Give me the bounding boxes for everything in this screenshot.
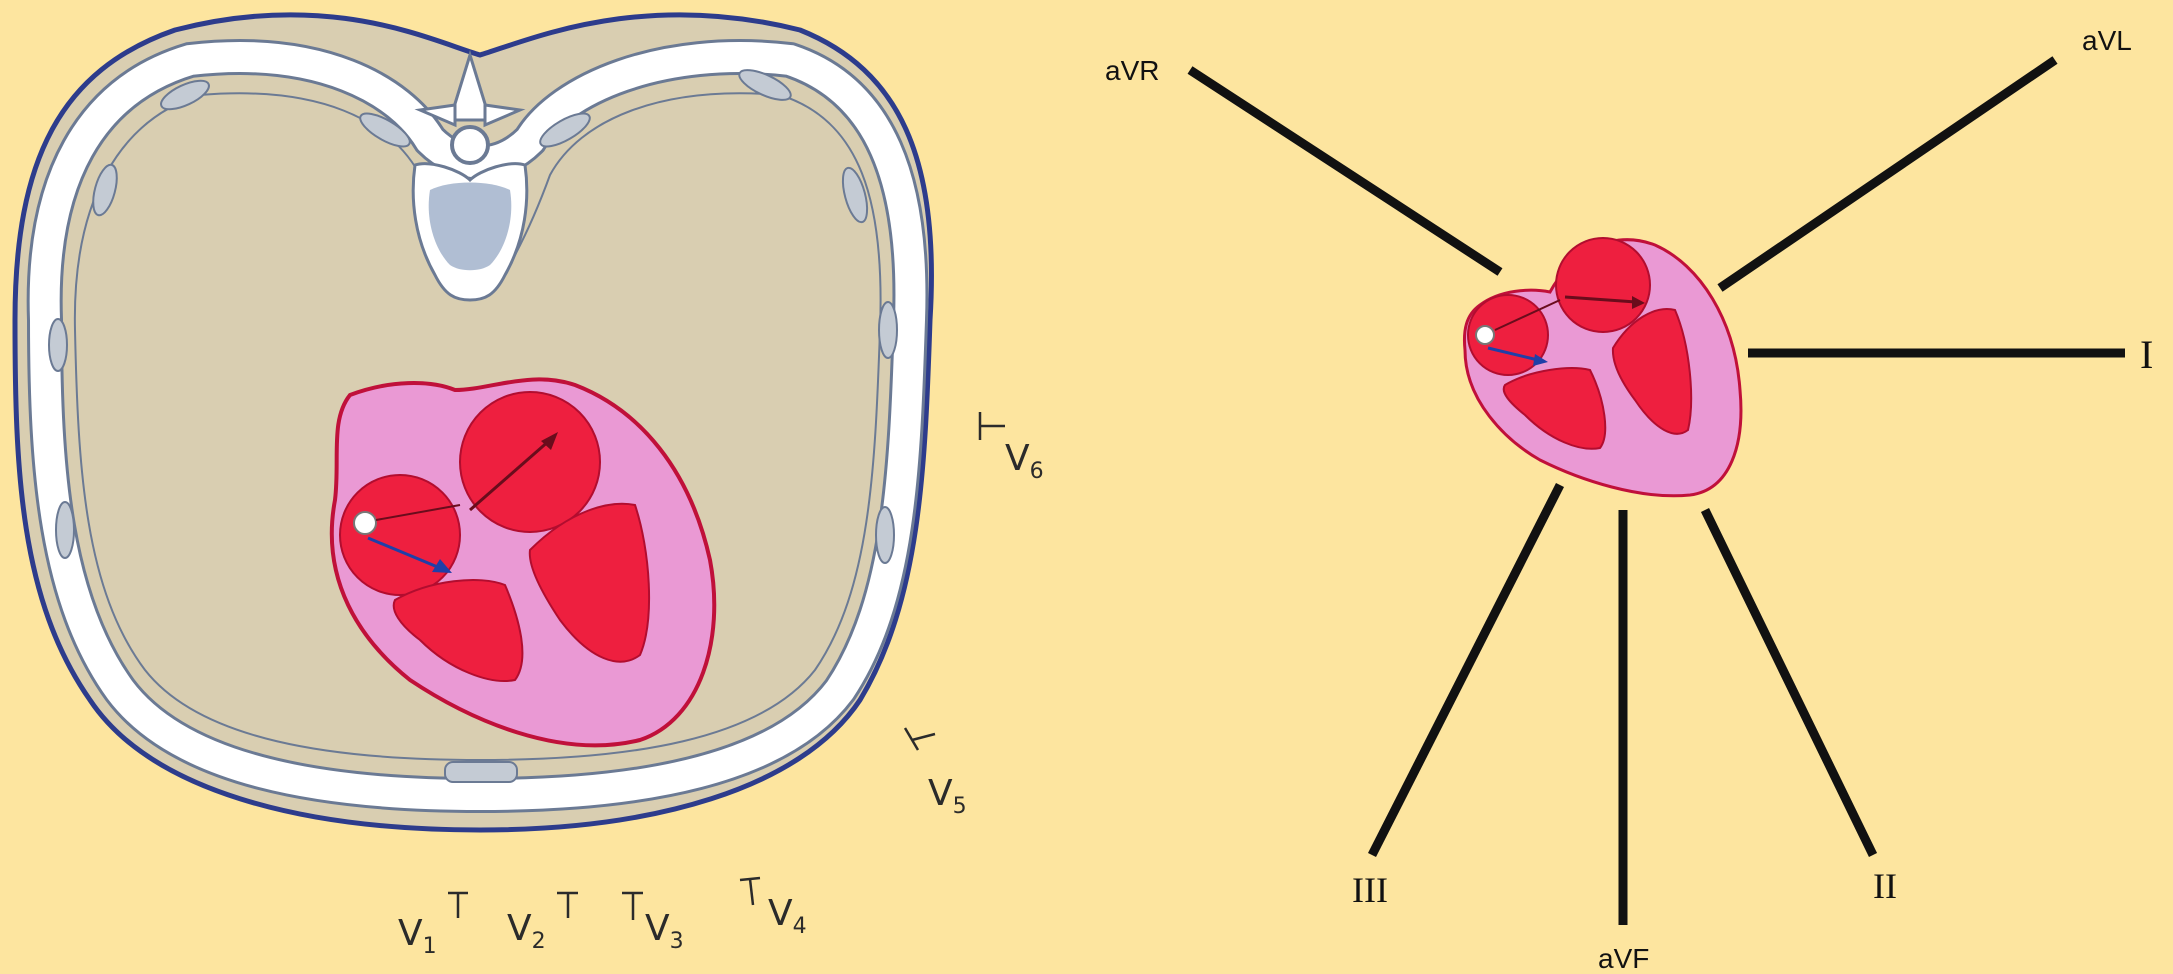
sinus-node (354, 512, 376, 534)
label-v5: V5 (928, 773, 967, 819)
label-i: I (2140, 332, 2153, 377)
label-v6: V6 (1005, 438, 1044, 484)
label-v2: V2 (507, 908, 546, 954)
heart-small (1464, 238, 1740, 496)
lead-line-ii (1705, 510, 1873, 855)
left-atrium (460, 392, 600, 532)
electrode-v1 (448, 893, 468, 918)
chest-cross-section (15, 15, 931, 830)
right-atrium (340, 475, 460, 595)
label-avf: aVF (1598, 943, 1649, 974)
limb-lead-labels: aVR aVL I II III aVF (1105, 25, 2153, 974)
label-avr: aVR (1105, 55, 1159, 86)
lead-line-avl (1720, 60, 2055, 288)
lead-line-iii (1372, 485, 1560, 855)
small-left-atrium (1556, 238, 1650, 332)
label-ii: II (1873, 866, 1897, 906)
small-sinus-node (1476, 326, 1494, 344)
electrode-v2 (557, 893, 578, 918)
label-v4: V4 (768, 893, 807, 939)
electrode-v5 (905, 728, 935, 750)
label-v3: V3 (645, 908, 684, 954)
label-v1: V1 (398, 913, 437, 959)
electrode-v3 (622, 893, 643, 920)
lead-line-avr (1190, 70, 1500, 272)
electrode-v4 (740, 878, 760, 905)
label-iii: III (1352, 870, 1388, 910)
electrode-v6 (980, 412, 1005, 440)
label-avl: aVL (2082, 25, 2132, 56)
